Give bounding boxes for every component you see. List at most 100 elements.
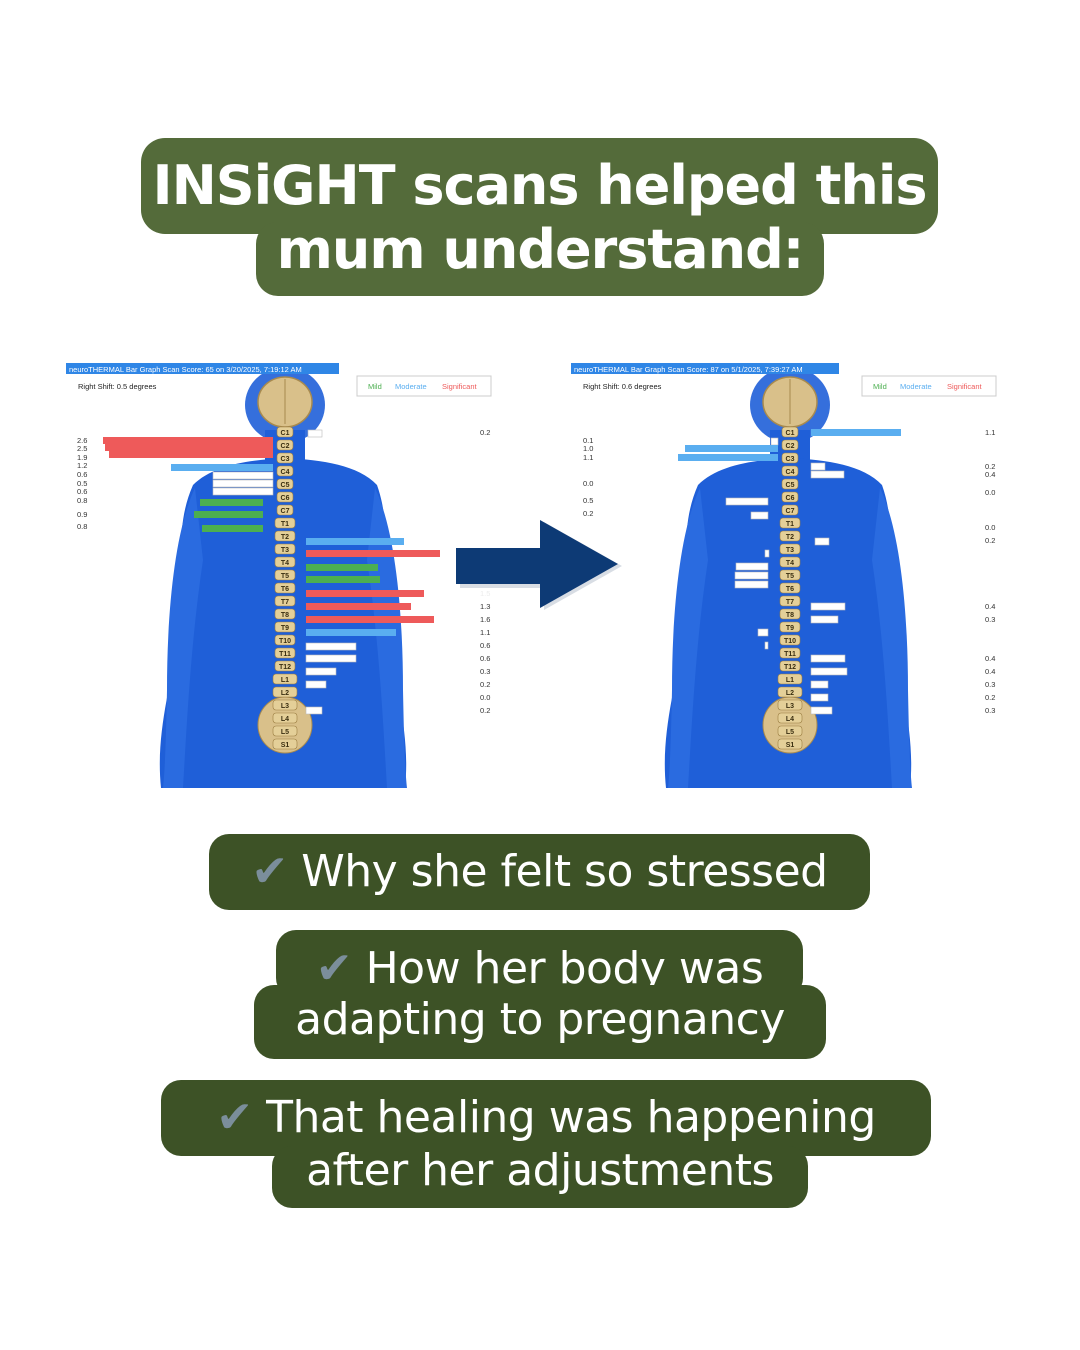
- bullet-stress: ✔ Why she felt so stressed: [209, 834, 870, 910]
- vertebra-label: T1: [786, 521, 794, 528]
- vertebra-label: C3: [281, 456, 290, 463]
- thermal-bar: [105, 444, 273, 451]
- thermal-bar: [212, 479, 274, 488]
- vertebra-label: S1: [786, 742, 795, 749]
- vertebra-label: T8: [281, 612, 289, 619]
- vertebra-c2: [276, 439, 294, 451]
- thermal-bar: [306, 576, 380, 583]
- vertebra-t1: [274, 517, 296, 529]
- scan-value: 2.6: [77, 436, 87, 445]
- thermal-bars: [678, 429, 901, 715]
- thermal-bar: [305, 667, 337, 676]
- scan-value: 0.6: [77, 487, 87, 496]
- vertebra-label: T12: [784, 664, 796, 671]
- bullet-text: Why she felt so stressed: [301, 846, 828, 897]
- scan-value: 0.6: [480, 654, 490, 663]
- scan-value: 0.5: [77, 479, 87, 488]
- legend-mild: Mild: [873, 382, 887, 391]
- thermal-bar: [685, 445, 778, 452]
- headline-line-1: INSiGHT scans helped this: [141, 138, 938, 234]
- thermal-bar: [810, 706, 833, 715]
- thermal-bar: [764, 549, 770, 558]
- vertebra-c4: [781, 465, 799, 477]
- vertebra-l1: [272, 673, 298, 685]
- vertebra-label: T5: [281, 573, 289, 580]
- bullet-healing-line-2: after her adjustments: [272, 1146, 808, 1208]
- thermal-bar: [810, 615, 839, 624]
- scan-value: 0.1: [583, 436, 593, 445]
- thermal-bar: [306, 590, 424, 597]
- thermal-bar: [305, 680, 327, 689]
- thermal-bar: [810, 654, 846, 663]
- vertebra-c5: [781, 478, 799, 490]
- vertebra-t10: [274, 634, 296, 646]
- scan-header: neuroTHERMAL Bar Graph Scan Score: 87 on…: [574, 365, 803, 374]
- vertebra-label: L5: [786, 729, 794, 736]
- vertebra-label: T3: [786, 547, 794, 554]
- scan-value: 1.3: [480, 602, 490, 611]
- check-icon: ✔: [216, 1092, 253, 1143]
- vertebra-t3: [779, 543, 801, 555]
- thermal-bar: [306, 538, 404, 545]
- thermal-bar: [212, 471, 274, 480]
- scan-value: 1.1: [583, 453, 593, 462]
- vertebra-t10: [779, 634, 801, 646]
- vertebra-s1: [272, 738, 298, 750]
- vertebra-c6: [276, 491, 294, 503]
- vertebra-label: L2: [786, 690, 794, 697]
- vertebra-label: T8: [786, 612, 794, 619]
- scan-value: 0.5: [583, 496, 593, 505]
- scan-value: 0.2: [480, 428, 490, 437]
- scan-value: 1.1: [985, 428, 995, 437]
- scan-value: 0.2: [985, 462, 995, 471]
- vertebra-t12: [274, 660, 296, 672]
- scan-value: 0.0: [985, 523, 995, 532]
- vertebra-t2: [779, 530, 801, 542]
- vertebra-label: T7: [281, 599, 289, 606]
- vertebra-label: C2: [281, 443, 290, 450]
- vertebra-l1: [777, 673, 803, 685]
- vertebra-label: T2: [786, 534, 794, 541]
- thermal-bar: [109, 451, 273, 458]
- thermal-bar: [305, 654, 357, 663]
- thermal-bar: [810, 602, 846, 611]
- scan-value: 0.0: [583, 479, 593, 488]
- vertebra-t5: [274, 569, 296, 581]
- vertebra-t6: [779, 582, 801, 594]
- scan-value: 2.5: [77, 444, 87, 453]
- scan-value: 1.0: [583, 444, 593, 453]
- vertebra-l3: [777, 699, 803, 711]
- vertebra-c4: [276, 465, 294, 477]
- vertebra-t6: [274, 582, 296, 594]
- legend-moderate: Moderate: [900, 382, 932, 391]
- thermal-bar: [103, 437, 273, 444]
- scan-value: 1.2: [77, 461, 87, 470]
- thermal-bar: [810, 667, 848, 676]
- scan-value: 0.0: [480, 693, 490, 702]
- right-values: 1.10.20.40.00.00.20.40.30.40.40.30.20.3: [985, 428, 995, 715]
- vertebra-label: T7: [786, 599, 794, 606]
- vertebra-t11: [274, 647, 296, 659]
- vertebra-t5: [779, 569, 801, 581]
- spine: C1C2C3C4C5C6C7T1T2T3T4T5T6T7T8T9T10T11T1…: [272, 426, 298, 750]
- scan-header: neuroTHERMAL Bar Graph Scan Score: 65 on…: [69, 365, 302, 374]
- vertebra-label: C6: [786, 495, 795, 502]
- vertebra-label: C2: [786, 443, 795, 450]
- vertebra-label: T4: [281, 560, 289, 567]
- scan-value: 0.0: [985, 488, 995, 497]
- vertebra-label: L2: [281, 690, 289, 697]
- vertebra-label: L5: [281, 729, 289, 736]
- vertebra-t3: [274, 543, 296, 555]
- vertebra-label: L4: [786, 716, 794, 723]
- thermal-bar: [810, 680, 829, 689]
- spine: C1C2C3C4C5C6C7T1T2T3T4T5T6T7T8T9T10T11T1…: [777, 426, 803, 750]
- vertebra-t2: [274, 530, 296, 542]
- scan-shift: Right Shift: 0.5 degrees: [78, 382, 157, 391]
- vertebra-label: T12: [279, 664, 291, 671]
- vertebra-label: T9: [786, 625, 794, 632]
- thermal-bar: [810, 470, 845, 479]
- vertebra-label: L3: [281, 703, 289, 710]
- thermal-bar: [811, 429, 901, 436]
- vertebra-label: C5: [281, 482, 290, 489]
- vertebra-label: C4: [281, 469, 290, 476]
